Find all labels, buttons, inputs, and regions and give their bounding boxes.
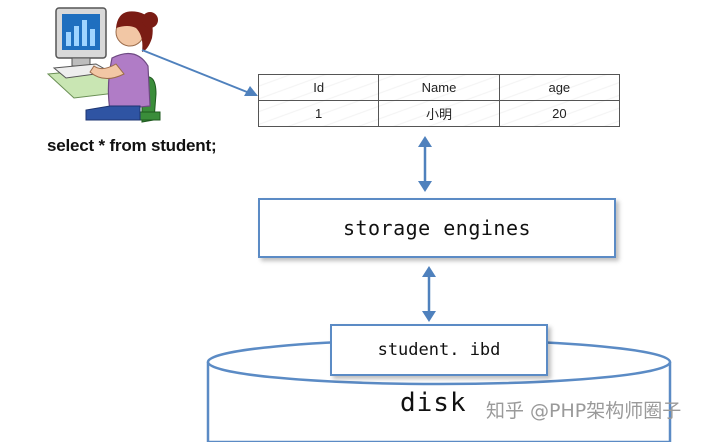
table-header-row: Id Name age bbox=[257, 74, 621, 101]
double-arrow-icon bbox=[422, 266, 436, 322]
student-ibd-label: student. ibd bbox=[377, 340, 501, 360]
student-ibd-file-box: student. ibd bbox=[330, 324, 548, 376]
watermark-text: 知乎 @PHP架构师圈子 bbox=[486, 400, 682, 422]
column-header-age: age bbox=[498, 74, 621, 101]
person-at-computer-icon bbox=[46, 7, 161, 123]
column-header-name: Name bbox=[378, 74, 500, 101]
column-header-id: Id bbox=[257, 74, 380, 101]
disk-label: disk bbox=[400, 388, 467, 418]
double-arrow-icon bbox=[418, 136, 432, 192]
table-row: 1 小明 20 bbox=[257, 100, 621, 127]
storage-engines-label: storage engines bbox=[342, 216, 532, 240]
storage-engines-box: storage engines bbox=[258, 198, 616, 258]
table-cell-name: 小明 bbox=[378, 100, 500, 127]
result-table: Id Name age 1 小明 20 bbox=[257, 74, 621, 127]
table-cell-age: 20 bbox=[498, 100, 621, 127]
user-to-table-arrow bbox=[141, 49, 258, 96]
table-cell-id: 1 bbox=[257, 100, 380, 127]
sql-query-text: select * from student; bbox=[47, 136, 217, 155]
